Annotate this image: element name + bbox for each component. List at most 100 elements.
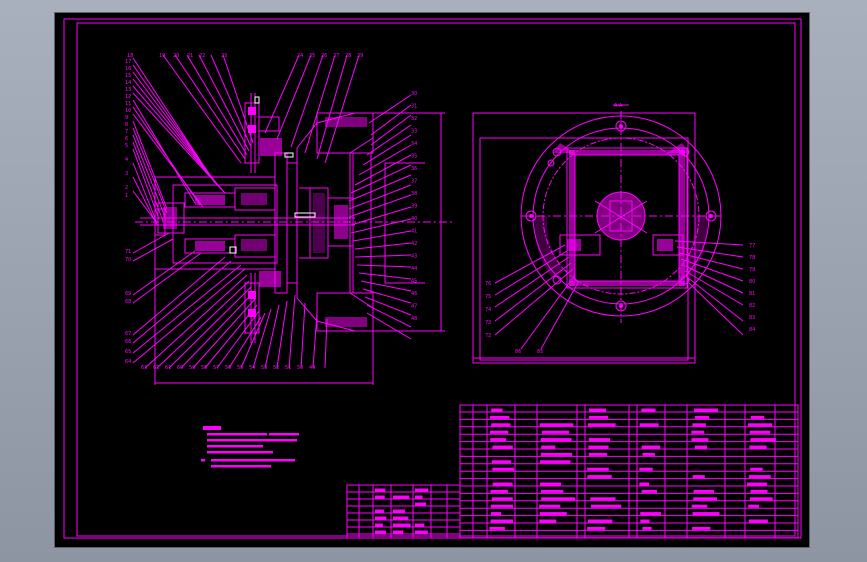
balloon-number: 86	[515, 349, 521, 355]
balloon-number: 46	[411, 291, 417, 297]
balloon-number: 42	[411, 241, 417, 247]
balloon-numbers-lower-left: 71 70 69 68 67 66 65 64	[125, 249, 131, 365]
balloon-number: 79	[749, 267, 755, 273]
balloon-number: 80	[749, 279, 755, 285]
balloon-number: 41	[411, 229, 417, 235]
balloon-number: 63	[141, 365, 147, 371]
balloon-number: 62	[153, 365, 159, 371]
balloon-number: 6	[125, 136, 128, 142]
balloon-number: 70	[125, 257, 131, 263]
balloon-number: 38	[411, 191, 417, 197]
balloon-number: 13	[125, 87, 131, 93]
balloon-number: 65	[125, 349, 131, 355]
section-marker: A-A	[614, 103, 623, 109]
balloon-number: 68	[125, 299, 131, 305]
balloon-number: 34	[411, 141, 417, 147]
balloon-number: 29	[357, 53, 363, 59]
balloon-number: 54	[249, 365, 255, 371]
balloon-number: 21	[187, 53, 193, 59]
balloon-number: 60	[177, 365, 183, 371]
balloon-number: 44	[411, 266, 417, 272]
balloon-number: 64	[125, 359, 131, 365]
balloon-numbers-right-view-left: 76 75 74 73 72	[485, 281, 491, 339]
balloon-number: 35	[411, 154, 417, 160]
balloon-number: 67	[125, 331, 131, 337]
balloon-number: 7	[125, 129, 128, 135]
balloon-number: 76	[485, 281, 491, 287]
balloon-number: 82	[749, 303, 755, 309]
balloon-numbers-right-view-right: 77 78 79 80 81 82 83 84	[749, 243, 755, 333]
balloon-number: 17	[125, 59, 131, 65]
balloon-number: 30	[411, 91, 417, 97]
balloon-number: 20	[173, 53, 179, 59]
balloon-number: 25	[309, 53, 315, 59]
balloon-number: 59	[189, 365, 195, 371]
end-view-right[interactable]: 76 75 74 73 72 77 78 79 80 81 82 83 84 86 85 A-A	[472, 103, 755, 364]
balloon-number: 14	[125, 80, 131, 86]
balloon-number: 12	[125, 94, 131, 100]
balloon-numbers-top: 18 19 20 21 22 23 24 25 26 27 28 29	[127, 53, 363, 59]
balloon-number: 52	[273, 365, 279, 371]
balloon-number: 2	[125, 185, 128, 191]
balloon-number: 32	[411, 116, 417, 122]
balloon-number: 55	[237, 365, 243, 371]
balloon-number: 74	[485, 307, 491, 313]
balloon-number: 24	[297, 53, 303, 59]
balloon-number: 28	[345, 53, 351, 59]
balloon-number: 81	[749, 291, 755, 297]
balloon-number: 75	[485, 294, 491, 300]
balloon-number: 49	[309, 365, 315, 371]
balloon-number: 71	[125, 249, 131, 255]
balloon-number: 26	[321, 53, 327, 59]
balloon-number: 72	[485, 333, 491, 339]
balloon-number: 73	[485, 320, 491, 326]
balloon-number: 58	[201, 365, 207, 371]
balloon-number: 5	[125, 143, 128, 149]
balloon-number: 10	[125, 108, 131, 114]
balloon-number: 53	[261, 365, 267, 371]
balloon-number: 19	[159, 53, 165, 59]
balloon-number: 78	[749, 255, 755, 261]
balloon-number: 33	[411, 129, 417, 135]
balloon-numbers-right-view-bottom: 86 85	[515, 349, 543, 355]
balloon-number: 56	[225, 365, 231, 371]
balloon-number: 15	[125, 73, 131, 79]
balloon-number: 57	[213, 365, 219, 371]
balloon-numbers-bottom: 63 62 61 60 59 58 57 56 55 54 53 52 51 50 49	[141, 365, 315, 371]
balloon-number: 16	[125, 66, 131, 72]
balloon-number: 84	[749, 327, 755, 333]
balloon-number: 8	[125, 122, 128, 128]
balloon-number: 22	[199, 53, 205, 59]
balloon-number: 40	[411, 216, 417, 222]
balloon-number: 61	[165, 365, 171, 371]
parts-list[interactable]	[346, 404, 799, 539]
balloon-number: 18	[127, 53, 133, 59]
balloon-number: 66	[125, 339, 131, 345]
balloon-number: 45	[411, 279, 417, 285]
balloon-number: 48	[411, 316, 417, 322]
balloon-number: 47	[411, 304, 417, 310]
balloon-number: 11	[125, 101, 131, 107]
balloon-number: 37	[411, 179, 417, 185]
balloon-number: 36	[411, 166, 417, 172]
balloon-number: 51	[285, 365, 291, 371]
balloon-number: 39	[411, 204, 417, 210]
balloon-number: 69	[125, 291, 131, 297]
balloon-number: 4	[125, 157, 128, 163]
balloon-number: 50	[297, 365, 303, 371]
balloon-number: 27	[333, 53, 339, 59]
balloon-number: 31	[411, 104, 417, 110]
balloon-number: 1	[125, 193, 128, 199]
balloon-number: 77	[749, 243, 755, 249]
balloon-number: 23	[221, 53, 227, 59]
drawing-border	[63, 18, 802, 539]
balloon-number: 83	[749, 315, 755, 321]
technical-notes	[201, 426, 299, 468]
balloon-number: 3	[125, 171, 128, 177]
balloon-number: 9	[125, 115, 128, 121]
balloon-number: 85	[537, 349, 543, 355]
